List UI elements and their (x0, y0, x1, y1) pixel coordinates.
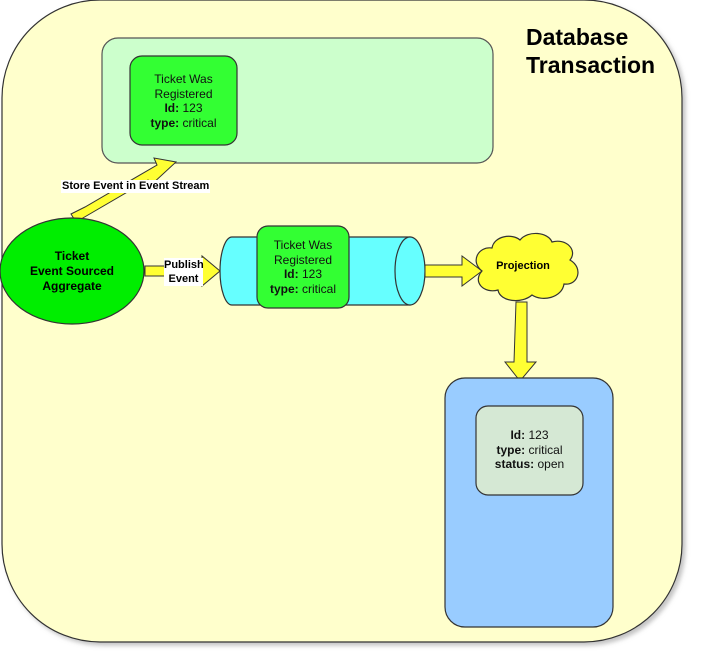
queue-event-card[interactable] (256, 225, 350, 309)
store-event-label: Store Event in Event Stream (61, 180, 211, 193)
record-type-row: type: critical (476, 443, 583, 458)
projection-cloud[interactable] (475, 232, 579, 302)
type-value: critical (182, 115, 217, 130)
status-value: open (537, 457, 565, 471)
read-model-record-card[interactable] (475, 405, 584, 496)
type-value: critical (302, 281, 337, 296)
event-name-line2: Registered (273, 252, 333, 267)
id-value: 123 (301, 267, 323, 281)
transaction-title-line1: Database (526, 24, 629, 50)
projection-label: Projection (496, 260, 550, 272)
read-model-record-text: Id: 123 type: critical status: open (476, 428, 583, 472)
queue-to-projection-arrow[interactable] (424, 255, 483, 287)
id-value: 123 (528, 428, 549, 442)
aggregate-ellipse[interactable] (0, 217, 145, 325)
publish-line1: Publish (164, 259, 204, 271)
transaction-title: Database Transaction (526, 23, 655, 79)
projection-to-read-model-arrow[interactable] (503, 301, 538, 382)
queue-event-text: Ticket Was Registered Id: 123 type: crit… (257, 238, 349, 296)
event-name-line1: Ticket Was (273, 238, 333, 252)
id-value: 123 (182, 101, 203, 115)
type-label: type: (269, 281, 299, 296)
aggregate-label: Ticket Event Sourced Aggregate (0, 249, 144, 294)
type-value: critical (528, 442, 563, 457)
event-type-row: type: critical (257, 282, 349, 297)
id-label: Id: (283, 267, 299, 281)
type-label: type: (496, 442, 526, 457)
event-id-row: Id: 123 (257, 267, 349, 282)
event-id-row: Id: 123 (130, 101, 237, 116)
event-name-line2: Registered (154, 86, 213, 101)
publish-line2: Event (168, 273, 199, 285)
event-name-line1: Ticket Was (154, 72, 213, 86)
status-label: status: (494, 457, 535, 471)
event-stream-event-card[interactable] (129, 55, 238, 146)
record-id-row: Id: 123 (476, 428, 583, 443)
event-stream-event-text: Ticket Was Registered Id: 123 type: crit… (130, 72, 237, 130)
id-label: Id: (164, 101, 180, 115)
aggregate-line2: Event Sourced (29, 264, 115, 278)
type-label: type: (150, 115, 180, 130)
record-status-row: status: open (476, 457, 583, 472)
aggregate-line3: Aggregate (42, 279, 102, 293)
aggregate-line1: Ticket (54, 249, 90, 263)
id-label: Id: (510, 428, 526, 442)
transaction-title-line2: Transaction (526, 52, 656, 78)
event-type-row: type: critical (130, 116, 237, 131)
publish-event-label: Publish Event (164, 258, 204, 286)
